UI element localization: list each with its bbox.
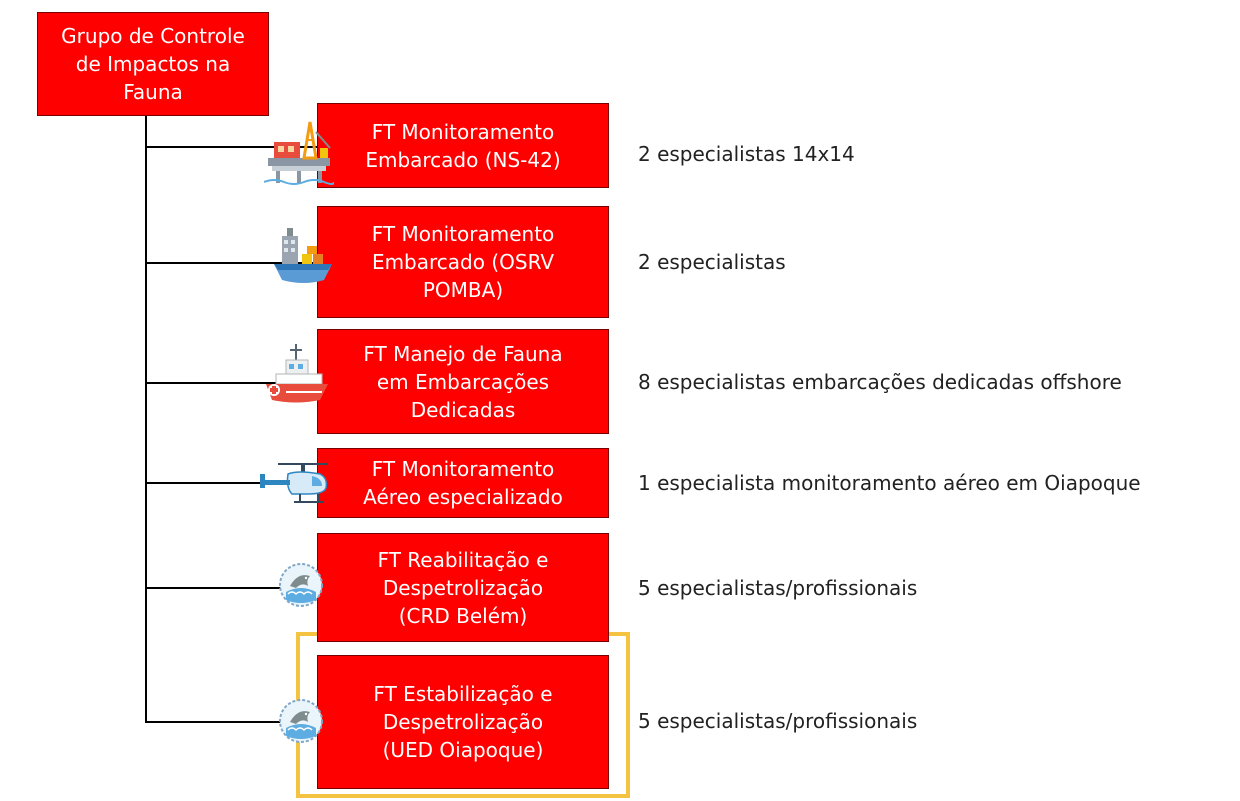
task-force-node-6: FT Estabilização e Despetrolização (UED … xyxy=(317,655,609,789)
task-force-node-3: FT Manejo de Fauna em Embarcações Dedica… xyxy=(317,329,609,434)
task-force-description-1: 2 especialistas 14x14 xyxy=(638,142,855,166)
branch-line-5 xyxy=(145,587,317,589)
helicopter-icon xyxy=(258,458,332,510)
branch-line-6 xyxy=(145,721,317,723)
task-force-description-4: 1 especialista monitoramento aéreo em Oi… xyxy=(638,471,1141,495)
rescue-boat-icon xyxy=(262,342,332,408)
branch-line-4 xyxy=(145,482,317,484)
task-force-description-6: 5 especialistas/profissionais xyxy=(638,709,918,733)
task-force-node-5: FT Reabilitação e Despetrolização (CRD B… xyxy=(317,533,609,642)
task-force-node-1: FT Monitoramento Embarcado (NS-42) xyxy=(317,103,609,188)
task-force-node-2: FT Monitoramento Embarcado (OSRV POMBA) xyxy=(317,206,609,318)
trunk-line xyxy=(145,116,147,722)
task-force-node-4: FT Monitoramento Aéreo especializado xyxy=(317,448,609,518)
oil-platform-icon xyxy=(264,118,334,186)
root-node: Grupo de Controle de Impactos na Fauna xyxy=(37,12,269,116)
task-force-description-2: 2 especialistas xyxy=(638,250,786,274)
branch-line-2 xyxy=(145,262,317,264)
dolphin-badge-icon xyxy=(278,562,324,608)
task-force-description-3: 8 especialistas embarcações dedicadas of… xyxy=(638,370,1122,394)
branch-line-3 xyxy=(145,382,317,384)
dolphin-badge-icon xyxy=(278,698,324,744)
cargo-ship-icon xyxy=(270,224,340,290)
task-force-description-5: 5 especialistas/profissionais xyxy=(638,576,918,600)
branch-line-1 xyxy=(145,146,317,148)
